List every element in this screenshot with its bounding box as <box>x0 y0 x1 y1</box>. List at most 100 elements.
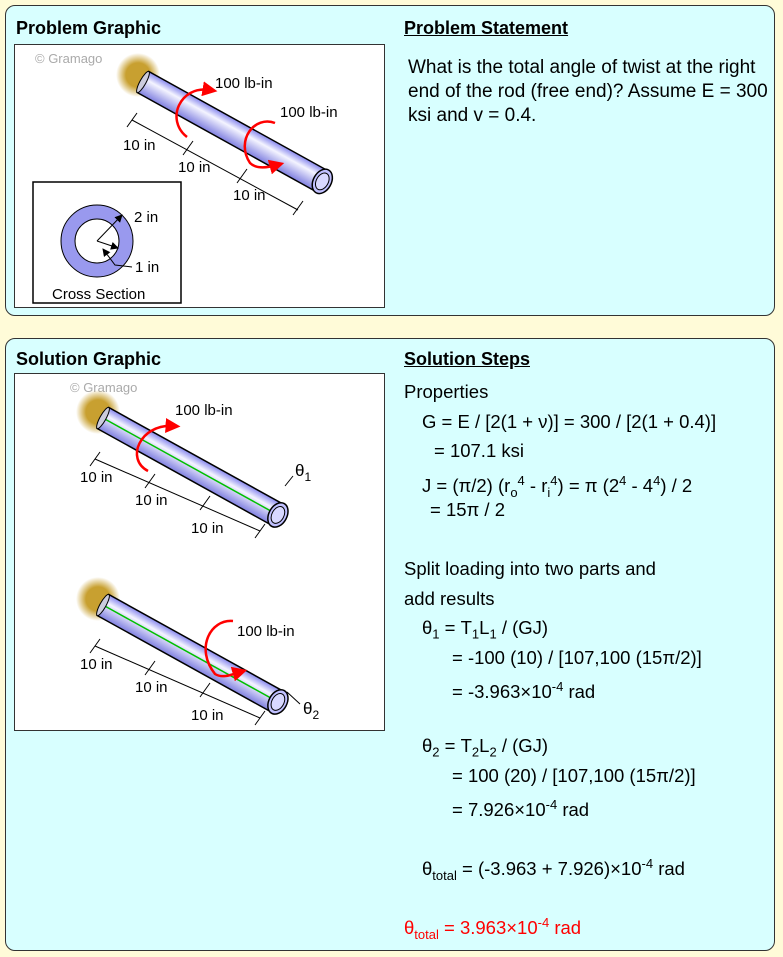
problem-statement: What is the total angle of twist at the … <box>408 57 768 126</box>
step-text-segment: = 15π / 2 <box>430 499 505 520</box>
torque-arrow <box>135 418 181 473</box>
step-text-segment: - 4 <box>626 474 654 496</box>
torque-label: 100 lb-in <box>237 623 295 640</box>
step-text-segment: i <box>547 484 551 500</box>
solution-step-line: = -3.963×10-4 rad <box>404 672 716 702</box>
dimension-label-3: 10 in <box>191 520 224 537</box>
solution-graphic-title: Solution Graphic <box>16 349 162 369</box>
dimension-label-1: 10 in <box>123 137 156 154</box>
step-text-segment: total <box>432 867 457 883</box>
step-text-segment: -4 <box>551 679 564 694</box>
step-text-segment: θ <box>422 858 433 880</box>
step-text-segment: 1 <box>489 626 497 642</box>
theta-2-label: θ2 <box>303 699 319 722</box>
torque-label-1: 100 lb-in <box>215 75 273 92</box>
step-text-segment: 4 <box>550 472 558 488</box>
step-text-segment: θ <box>422 735 433 756</box>
solution-step-line: G = E / [2(1 + ν)] = 300 / [2(1 + 0.4)] <box>404 407 716 437</box>
step-text-segment: J = (π/2) (r <box>422 474 511 496</box>
solution-step-line: Split loading into two parts and <box>404 554 716 584</box>
solution-step-line <box>404 702 716 732</box>
dimension-label-2: 10 in <box>135 679 168 696</box>
solution-step-line: θ2 = T2L2 / (GJ) <box>404 731 716 761</box>
step-text-segment: = T <box>439 735 472 756</box>
problem-panel: Problem Graphic Problem Statement © Gram… <box>5 5 775 316</box>
step-text-segment: = -3.963×10 <box>452 681 552 703</box>
step-text-segment: = T <box>439 617 472 638</box>
cross-section-label: Cross Section <box>52 286 145 303</box>
step-text-segment: θ <box>422 617 433 638</box>
problem-graphic-title: Problem Graphic <box>16 18 162 38</box>
problem-graphic: © Gramago 100 lb-in 100 lb-in 10 in 10 i… <box>14 44 385 308</box>
torque-arrow <box>204 619 248 682</box>
torque-label: 100 lb-in <box>175 402 233 419</box>
solution-step-line: Properties <box>404 377 716 407</box>
step-text-segment: / (GJ) <box>496 735 549 756</box>
rod-1 <box>96 406 289 528</box>
solution-step-line: = 107.1 ksi <box>404 436 716 466</box>
step-text-segment: Properties <box>404 381 489 402</box>
step-text-segment: 2 <box>432 744 440 760</box>
step-text-segment: θ <box>404 917 415 939</box>
dimension-label-2: 10 in <box>178 159 211 176</box>
dimension-label-1: 10 in <box>80 656 113 673</box>
step-text-segment: rad <box>653 858 685 880</box>
solution-step-line: J = (π/2) (ro4 - ri4) = π (24 - 44) / 2 <box>404 466 716 500</box>
dimension-label-2: 10 in <box>135 492 168 509</box>
solution-step-line: = -100 (10) / [107,100 (15π/2)] <box>404 643 716 673</box>
dimension-label-1: 10 in <box>80 469 113 486</box>
solution-panel: Solution Graphic Solution Steps © Gramag… <box>5 338 775 951</box>
step-text-segment: -4 <box>537 915 550 930</box>
step-text-segment: ) / 2 <box>660 474 693 496</box>
step-text-segment: 1 <box>432 626 440 642</box>
step-text-segment: total <box>414 926 439 942</box>
step-text-segment: = 3.963×10 <box>438 917 538 939</box>
step-text-segment: Split loading into two parts and <box>404 558 656 579</box>
step-text-segment: 4 <box>653 472 661 488</box>
solution-step-line <box>404 820 716 850</box>
step-text-segment: - r <box>524 474 548 496</box>
step-text-segment: -4 <box>641 856 654 871</box>
step-text-segment: = -100 (10) / [107,100 (15π/2)] <box>452 646 702 668</box>
theta-1-label: θ1 <box>295 461 311 484</box>
solution-step-line: add results <box>404 584 716 614</box>
step-text-segment: L <box>479 617 490 638</box>
rod-2 <box>96 593 289 715</box>
dimension-label-3: 10 in <box>191 707 224 724</box>
step-text-segment: 2 <box>489 744 497 760</box>
solution-step-line: = 15π / 2 <box>404 495 716 525</box>
solution-step-line: θ1 = T1L1 / (GJ) <box>404 613 716 643</box>
step-text-segment: = 7.926×10 <box>452 799 546 821</box>
step-text-segment: add results <box>404 587 495 609</box>
step-text-segment: -4 <box>545 797 558 812</box>
dimension-label-3: 10 in <box>233 187 266 204</box>
step-text-segment: rad <box>549 917 582 939</box>
outer-radius-label: 2 in <box>134 209 158 226</box>
problem-figure: © Gramago 100 lb-in 100 lb-in 10 in 10 i… <box>32 51 338 304</box>
watermark: © Gramago <box>35 51 102 66</box>
step-text-segment: L <box>479 735 490 756</box>
solution-step-line: = 100 (20) / [107,100 (15π/2)] <box>404 761 716 791</box>
step-text-segment: rad <box>563 681 596 703</box>
solution-step-line: θtotal = (-3.963 + 7.926)×10-4 rad <box>404 849 716 883</box>
step-text-segment: 1 <box>471 626 480 642</box>
dimension-line <box>131 119 299 211</box>
solution-graphic: © Gramago 100 lb-in 10 in 10 in 10 in θ1 <box>14 373 385 731</box>
step-text-segment: = (-3.963 + 7.926)×10 <box>456 858 642 880</box>
torque-arrow-2 <box>243 120 285 175</box>
problem-statement-title: Problem Statement <box>404 18 569 38</box>
step-text-segment: 4 <box>619 472 627 488</box>
shaft-axis-line <box>102 417 279 516</box>
torque-arrow-1 <box>175 81 218 138</box>
solution-step-line <box>404 525 716 555</box>
step-text-segment: rad <box>557 799 590 821</box>
solution-figure: © Gramago 100 lb-in 10 in 10 in 10 in θ1 <box>70 380 319 726</box>
solution-step-line: = 7.926×10-4 rad <box>404 790 716 820</box>
step-text-segment: = 107.1 ksi <box>434 440 524 461</box>
step-text-segment: = 100 (20) / [107,100 (15π/2)] <box>452 764 696 786</box>
watermark: © Gramago <box>70 380 137 395</box>
inner-radius-label: 1 in <box>135 259 159 276</box>
step-text-segment: 2 <box>471 744 480 760</box>
torque-label-2: 100 lb-in <box>280 104 338 121</box>
solution-steps-title: Solution Steps <box>404 349 530 369</box>
